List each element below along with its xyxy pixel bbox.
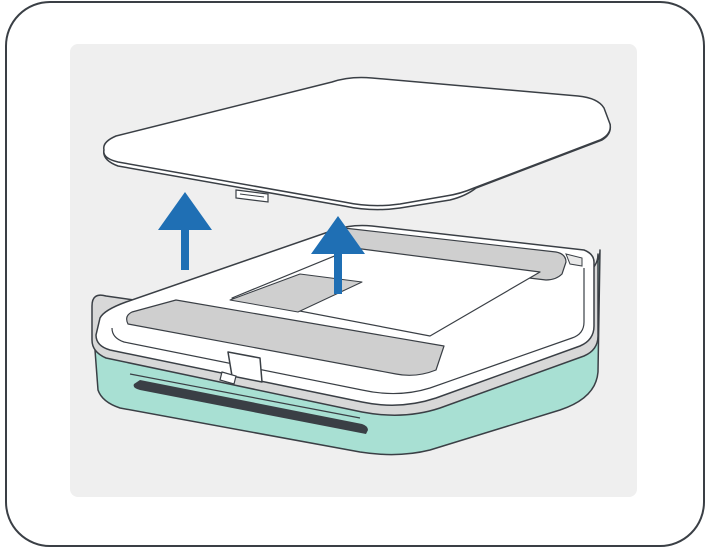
up-arrow-icon	[158, 192, 212, 270]
lifted-cover	[103, 76, 612, 211]
paper-tray	[126, 227, 567, 376]
back-pad	[341, 227, 567, 281]
paper-slot	[133, 380, 368, 434]
printer-inner-edge	[111, 268, 585, 395]
front-pad	[126, 299, 445, 376]
front-latch-tab	[219, 371, 237, 385]
cover-top	[103, 76, 612, 207]
arrow-right-shaft	[334, 250, 342, 294]
paper-strip	[229, 273, 363, 313]
arrow-left-head	[158, 192, 212, 230]
arrow-left-shaft	[181, 228, 189, 270]
cover-tab-line	[239, 193, 265, 198]
paper-sheet	[231, 247, 541, 337]
paper-slot-lip	[129, 373, 361, 419]
front-latch	[227, 351, 263, 383]
up-arrow-icon	[311, 216, 365, 294]
arrow-right-head	[311, 216, 365, 254]
corner-button	[565, 253, 583, 267]
